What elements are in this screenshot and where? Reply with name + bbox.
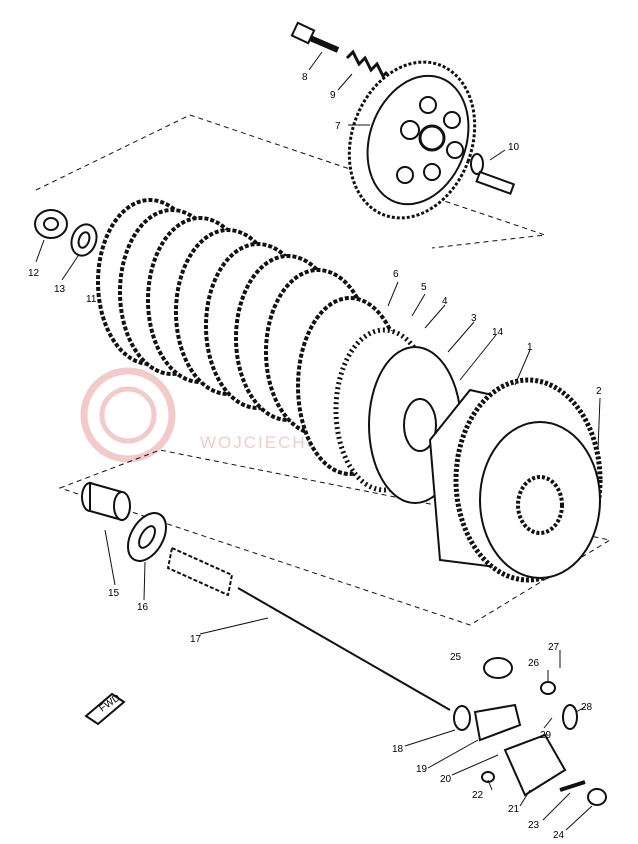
callout-9: 9 (330, 90, 336, 101)
callout-8: 8 (302, 72, 308, 83)
callout-1: 1 (527, 342, 533, 353)
callout-14: 14 (492, 327, 504, 338)
callout-11: 11 (86, 294, 97, 305)
part-1-clutch-housing (428, 377, 603, 583)
part-17-push-rod (237, 587, 451, 711)
watermark-logo-inner (99, 386, 157, 444)
callout-25: 25 (450, 652, 462, 663)
part-25-cap (483, 657, 513, 679)
part-22-screw (481, 771, 495, 783)
callout-24: 24 (553, 830, 565, 841)
part-12-nut (34, 209, 68, 239)
part-16-thrust-washer (127, 512, 167, 562)
callout-16: 16 (137, 602, 149, 613)
leader-lines (35, 51, 601, 831)
callout-4: 4 (442, 296, 448, 307)
callout-5: 5 (421, 282, 427, 293)
callout-26: 26 (528, 658, 540, 669)
part-26-nut (540, 681, 556, 695)
callout-7: 7 (335, 121, 341, 132)
callout-3: 3 (471, 313, 477, 324)
callout-17: 17 (190, 634, 202, 645)
part-7-pressure-plate (347, 60, 477, 220)
upper-outline (35, 114, 546, 249)
callout-18: 18 (392, 744, 404, 755)
callout-22: 22 (472, 790, 484, 801)
part-13-washer (70, 223, 98, 257)
part-9-spring (345, 49, 389, 79)
callout-19: 19 (416, 764, 428, 775)
watermark-logo-icon (80, 367, 176, 463)
callout-10: 10 (508, 142, 520, 153)
part-15-bushing (81, 481, 131, 522)
part-21-cover (503, 733, 567, 797)
callout-20: 20 (440, 774, 452, 785)
part-19-lever (473, 703, 522, 742)
callout-2: 2 (596, 386, 602, 397)
part-28-spring (562, 704, 578, 730)
part-24-nut (587, 788, 607, 806)
spline-shaft (166, 546, 234, 597)
callout-6: 6 (393, 269, 399, 280)
callout-23: 23 (528, 820, 540, 831)
callout-13: 13 (54, 284, 66, 295)
part-23-screw (559, 780, 586, 792)
part-8-bolt (290, 21, 340, 53)
callout-12: 12 (28, 268, 40, 279)
lower-outline (58, 449, 612, 626)
callout-21: 21 (508, 804, 520, 815)
callout-labels: 8 9 7 10 12 13 11 6 5 4 3 14 1 2 15 16 1… (28, 72, 602, 841)
part-18-seal (453, 705, 471, 731)
callout-29: 29 (540, 730, 552, 741)
callout-15: 15 (108, 588, 120, 599)
assembly-outlines (35, 114, 612, 626)
callout-28: 28 (581, 702, 593, 713)
front-direction-arrow-icon: FWD (84, 692, 126, 726)
release-mechanism-parts (453, 657, 607, 806)
callout-27: 27 (548, 642, 560, 653)
part-10-push-rod (470, 153, 516, 195)
